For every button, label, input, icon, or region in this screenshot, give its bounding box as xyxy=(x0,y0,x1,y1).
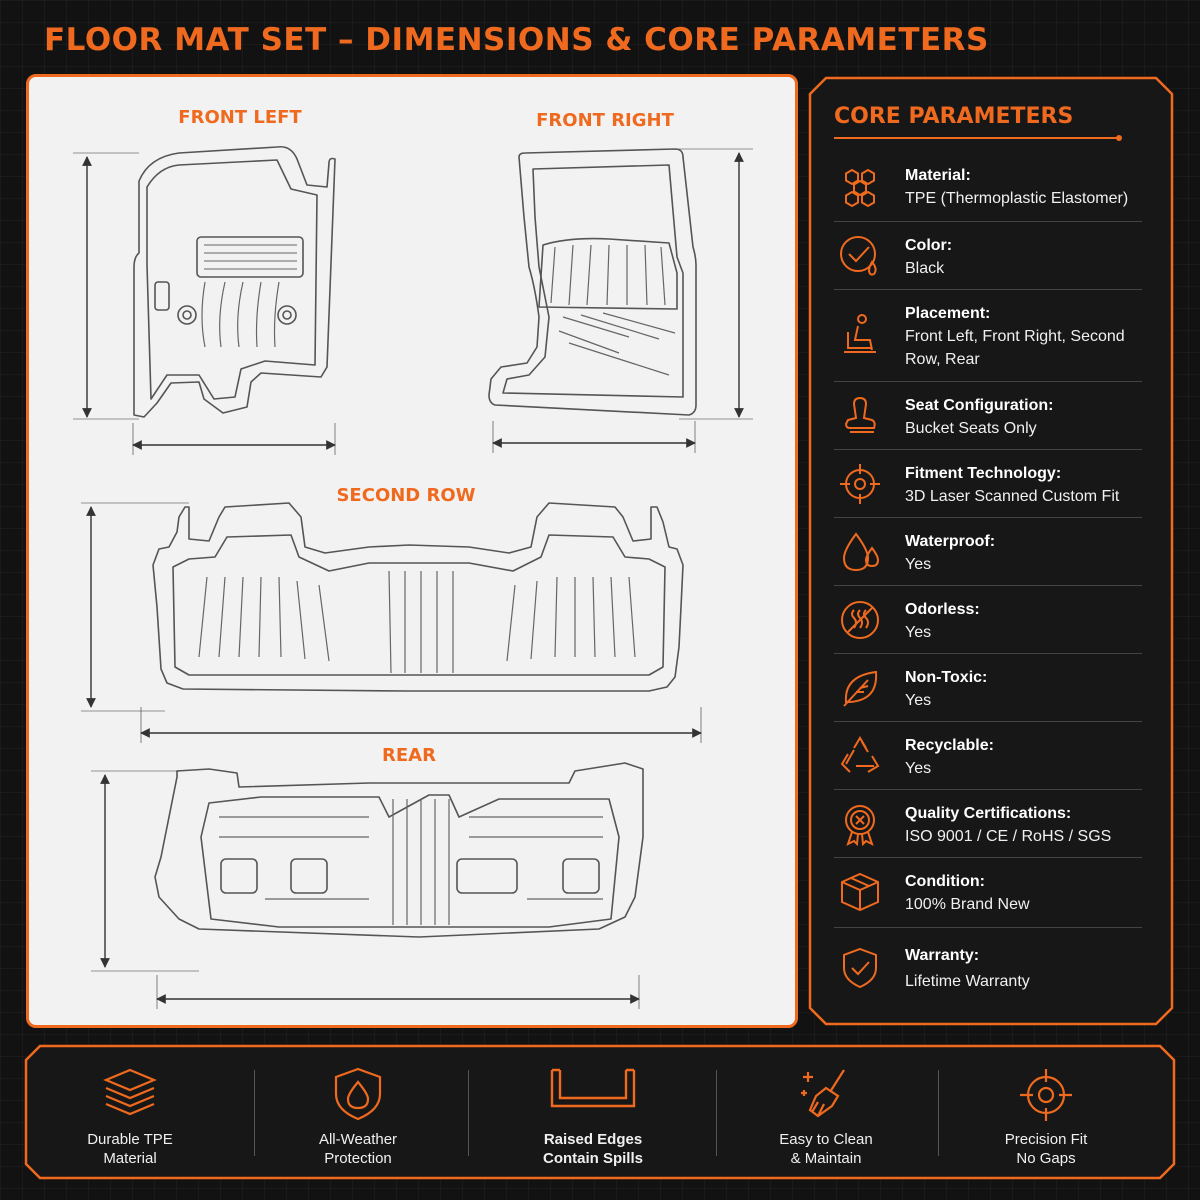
divider xyxy=(254,1070,255,1156)
param-recyclable: Recyclable: Yes xyxy=(834,722,1142,790)
no-odor-icon xyxy=(841,601,879,639)
shield-check-icon xyxy=(843,947,877,989)
param-label: Color: xyxy=(905,237,953,254)
param-value: Yes xyxy=(905,624,932,641)
box-icon xyxy=(841,872,879,912)
param-label: Odorless: xyxy=(905,601,980,618)
layers-icon xyxy=(103,1068,157,1116)
feature-line2: Material xyxy=(103,1150,157,1167)
core-parameters-panel: CORE PARAMETERS Material: TPE (Thermopla… xyxy=(808,76,1174,1026)
shield-drop-icon xyxy=(334,1067,382,1121)
color-check-icon xyxy=(840,236,877,276)
feature-bar-frame xyxy=(24,1044,1176,1180)
feature-line2: No Gaps xyxy=(1016,1150,1076,1167)
feature-line2: Protection xyxy=(324,1150,392,1167)
feature-all-weather: All-Weather Protection xyxy=(254,1044,462,1180)
front-right-mat xyxy=(488,148,697,416)
param-value: Bucket Seats Only xyxy=(905,420,1037,437)
param-label: Placement: xyxy=(905,305,991,322)
param-condition: Condition: 100% Brand New xyxy=(834,858,1142,928)
crosshair-icon xyxy=(840,464,880,504)
param-value: 3D Laser Scanned Custom Fit xyxy=(905,488,1120,505)
feature-easy-clean: Easy to Clean & Maintain xyxy=(716,1044,936,1180)
param-label: Material: xyxy=(905,167,971,184)
brush-sparkle-icon xyxy=(801,1069,845,1118)
second-row-label: SECOND ROW xyxy=(336,485,476,506)
param-label: Seat Configuration: xyxy=(905,397,1054,414)
feature-raised-edges: Raised Edges Contain Spills xyxy=(468,1044,718,1180)
dimension-lines xyxy=(73,148,753,1009)
param-label: Recyclable: xyxy=(905,737,994,754)
param-value: TPE (Thermoplastic Elastomer) xyxy=(905,190,1129,207)
feature-line1: Durable TPE xyxy=(87,1131,173,1148)
param-certifications: Quality Certifications: ISO 9001 / CE / … xyxy=(834,790,1142,858)
front-right-label: FRONT RIGHT xyxy=(536,110,674,131)
param-non-toxic: Non-Toxic: Yes xyxy=(834,654,1142,722)
param-value: Yes xyxy=(905,760,932,777)
certificate-badge-icon xyxy=(845,805,875,846)
second-row-mat xyxy=(152,502,684,692)
param-value: Yes xyxy=(905,692,932,709)
feature-line1: Easy to Clean xyxy=(779,1131,873,1148)
param-seat-configuration: Seat Configuration: Bucket Seats Only xyxy=(834,382,1142,450)
water-drops-icon xyxy=(842,532,880,572)
param-label: Warranty: xyxy=(905,947,980,964)
molecule-icon xyxy=(845,168,875,208)
panel-frame xyxy=(808,76,1174,1026)
divider xyxy=(716,1070,717,1156)
param-label: Waterproof: xyxy=(905,533,996,550)
param-value: Yes xyxy=(905,556,932,573)
feature-line2: Contain Spills xyxy=(542,1150,643,1167)
feature-line1: Raised Edges xyxy=(543,1131,643,1148)
divider xyxy=(468,1070,469,1156)
leaf-icon xyxy=(843,670,878,707)
front-left-mat xyxy=(133,145,336,418)
feature-line1: Precision Fit xyxy=(1004,1131,1088,1148)
recycle-icon xyxy=(840,736,880,773)
rear-mat xyxy=(154,762,644,938)
param-label: Fitment Technology: xyxy=(905,465,1062,482)
divider xyxy=(938,1070,939,1156)
param-waterproof: Waterproof: Yes xyxy=(834,518,1142,586)
front-left-label: FRONT LEFT xyxy=(178,107,302,128)
param-label: Condition: xyxy=(905,873,985,890)
param-odorless: Odorless: Yes xyxy=(834,586,1142,654)
target-icon xyxy=(1020,1069,1072,1121)
param-material: Material: TPE (Thermoplastic Elastomer) xyxy=(834,162,1142,222)
bucket-seat-icon xyxy=(844,396,876,433)
param-heading: CORE PARAMETERS xyxy=(834,104,1074,129)
feature-line2: & Maintain xyxy=(790,1150,862,1167)
param-value: Black xyxy=(905,260,945,277)
param-value: Lifetime Warranty xyxy=(905,973,1030,990)
car-seat-icon xyxy=(844,314,876,353)
param-value: Front Left, Front Right, Second Row, Rea… xyxy=(905,328,1125,368)
param-placement: Placement: Front Left, Front Right, Seco… xyxy=(834,290,1142,382)
param-fitment: Fitment Technology: 3D Laser Scanned Cus… xyxy=(834,450,1142,518)
mat-diagrams xyxy=(73,145,753,1009)
param-warranty: Warranty: Lifetime Warranty xyxy=(834,928,1142,1008)
rear-label: REAR xyxy=(382,745,436,766)
heading-underline xyxy=(834,135,1122,141)
param-value: 100% Brand New xyxy=(905,896,1030,913)
feature-bar: Durable TPE Material All-Weather Protect… xyxy=(24,1044,1176,1180)
tray-edge-icon xyxy=(550,1068,636,1108)
param-label: Quality Certifications: xyxy=(905,805,1072,822)
feature-line1: All-Weather xyxy=(318,1131,398,1148)
feature-durable-tpe: Durable TPE Material xyxy=(24,1044,236,1180)
param-value: ISO 9001 / CE / RoHS / SGS xyxy=(905,828,1112,845)
page-title: FLOOR MAT SET – DIMENSIONS & CORE PARAME… xyxy=(44,22,989,58)
param-color: Color: Black xyxy=(834,222,1142,290)
param-label: Non-Toxic: xyxy=(905,669,988,686)
diagram-panel: FRONT LEFT FRONT RIGHT SECOND ROW REAR xyxy=(26,74,798,1028)
feature-precision-fit: Precision Fit No Gaps xyxy=(938,1044,1154,1180)
